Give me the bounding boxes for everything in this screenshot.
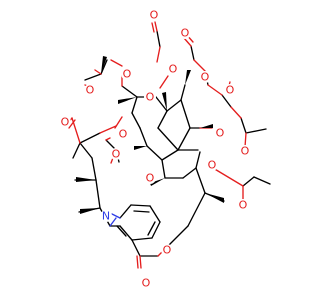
oxygen-label: O [241,145,250,158]
molecule-structure: O O O O O O O O O O O O O O O O O [59,9,271,290]
molecule-viewer: O O O O O O O O O O O O O O O O O [59,8,271,290]
oxygen-label: O [146,172,155,185]
oxygen-label: O [181,27,190,40]
oxygen-label: O [239,199,248,212]
oxygen-atom-labels: O O O O O O O O O O O O O O O O O [59,9,251,290]
oxygen-label: O [119,128,128,141]
oxygen-label: O [163,244,172,257]
nitrogen-atom-labels: N [100,210,112,223]
oxygen-label: O [201,71,210,84]
oxygen-label: O [112,148,121,161]
oxygen-label: O [86,84,95,97]
oxygen-label: O [226,84,235,97]
nitrogen-bonds [109,213,121,227]
oxygen-label: O [216,127,225,140]
oxygen-label: O [150,9,159,22]
oxygen-label: O [123,68,132,81]
oxygen-label: O [208,159,217,172]
nitrogen-label: N [102,210,110,223]
oxygen-label: O [169,63,178,76]
oxygen-label: O [61,116,70,129]
oxygen-label: O [142,277,151,290]
oxygen-label: O [146,91,155,104]
stereo-wedges [76,56,224,214]
